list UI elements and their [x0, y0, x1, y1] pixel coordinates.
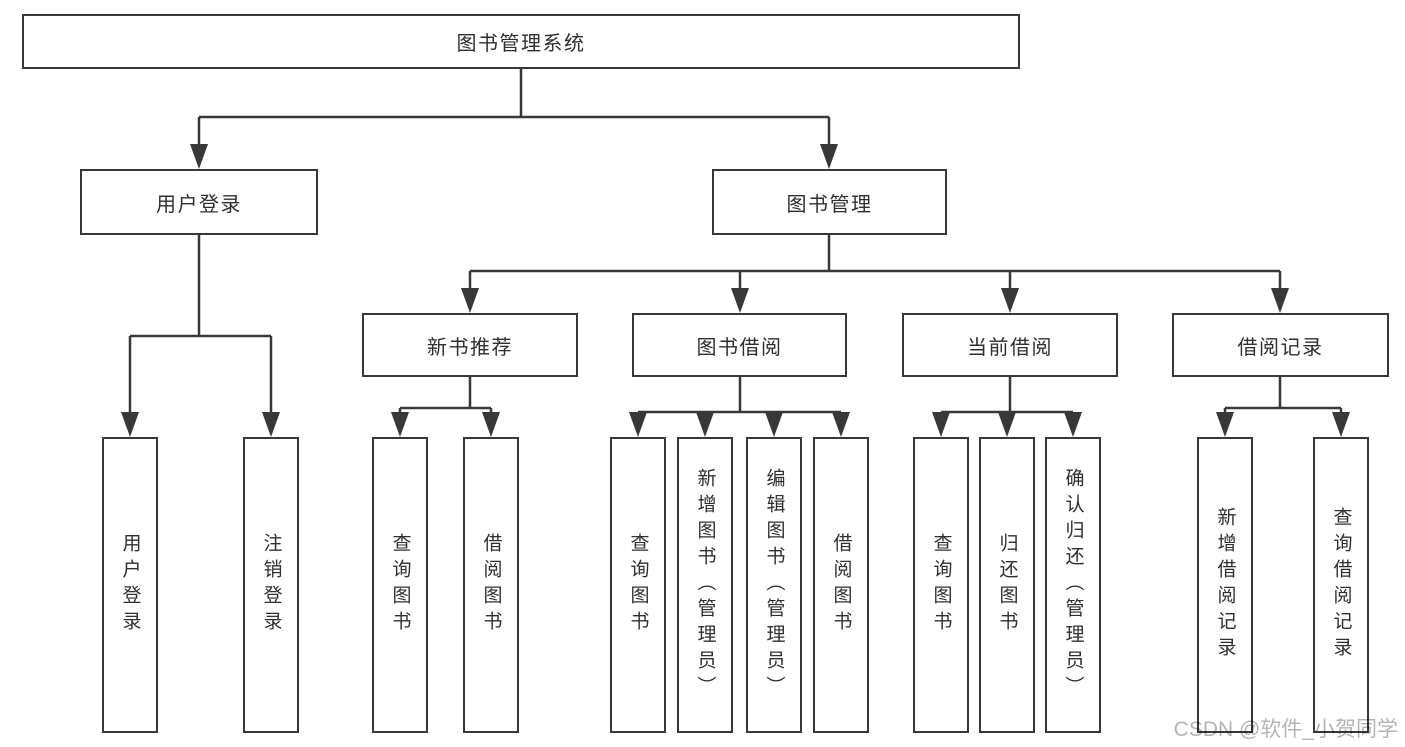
node-borrowing-records: 借阅记录 [1172, 313, 1389, 377]
node-book-management: 图书管理 [712, 169, 947, 235]
node-label: 查询图书 [389, 533, 411, 637]
node-label: 查询借阅记录 [1330, 507, 1352, 663]
node-root-library-system: 图书管理系统 [22, 14, 1020, 69]
node-new-book-recommendation: 新书推荐 [362, 313, 578, 377]
node-query-books-borrowing: 查询图书 [610, 437, 666, 733]
node-label: 新增借阅记录 [1214, 507, 1236, 663]
node-label: 归还图书 [996, 533, 1018, 637]
node-return-books: 归还图书 [979, 437, 1035, 733]
node-query-borrow-record: 查询借阅记录 [1313, 437, 1369, 733]
node-label: 注销登录 [260, 533, 282, 637]
node-label: 借阅图书 [830, 533, 852, 637]
node-label: 图书管理 [786, 193, 873, 216]
node-label: 借阅记录 [1237, 336, 1324, 359]
node-label: 编辑图书（管理员） [763, 468, 785, 702]
node-label: 用户登录 [156, 193, 242, 216]
node-confirm-return-admin: 确认归还（管理员） [1045, 437, 1101, 733]
node-borrow-books: 借阅图书 [813, 437, 869, 733]
node-login: 用户登录 [102, 437, 158, 733]
node-add-books-admin: 新增图书（管理员） [677, 437, 733, 733]
watermark-text: CSDN @软件_小贺同学 [1173, 718, 1398, 741]
node-borrow-books-recommend: 借阅图书 [463, 437, 519, 733]
node-add-borrow-record: 新增借阅记录 [1197, 437, 1253, 733]
node-current-borrowing: 当前借阅 [902, 313, 1118, 377]
node-label: 当前借阅 [967, 336, 1053, 359]
node-book-borrowing: 图书借阅 [632, 313, 847, 377]
node-user-login: 用户登录 [80, 169, 318, 235]
node-logout: 注销登录 [243, 437, 299, 733]
node-label: 新增图书（管理员） [694, 468, 716, 702]
node-label: 图书借阅 [696, 336, 783, 359]
node-label: 查询图书 [930, 533, 952, 637]
node-label: 图书管理系统 [456, 33, 586, 55]
node-label: 查询图书 [627, 533, 649, 637]
node-label: 用户登录 [119, 533, 141, 637]
node-label: 确认归还（管理员） [1062, 468, 1084, 702]
node-label: 借阅图书 [480, 533, 502, 637]
node-label: 新书推荐 [427, 336, 513, 359]
node-edit-books-admin: 编辑图书（管理员） [746, 437, 802, 733]
node-query-books-recommend: 查询图书 [372, 437, 428, 733]
node-query-books-current: 查询图书 [913, 437, 969, 733]
